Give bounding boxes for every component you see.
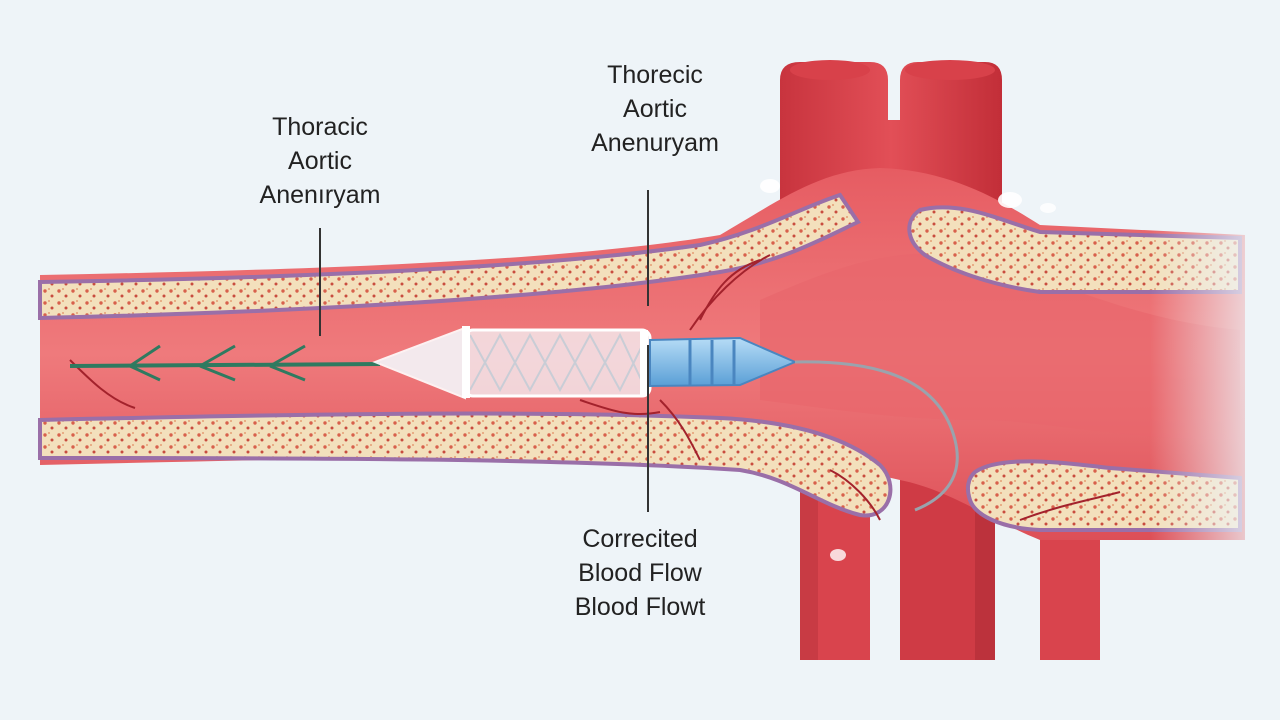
label-top-line-1: Thorecic	[607, 61, 703, 89]
label-bottom-line-2: Blood Flow	[578, 559, 702, 587]
guidewire	[69, 344, 381, 382]
label-corrected-blood-flow: Correcited Blood Flow Blood Flowt	[520, 522, 760, 624]
label-left-line-2: Aortic	[288, 147, 352, 175]
capillary-lines	[69, 254, 1121, 521]
catheter-tip	[649, 336, 959, 512]
label-bottom-line-3: Blood Flowt	[574, 593, 706, 621]
label-thoracic-aortic-aneurysm-top: Thorecic Aortic Anenuryam	[540, 58, 770, 160]
label-top-line-3: Anenuryam	[591, 129, 719, 157]
label-left-line-3: Anenıryam	[259, 181, 381, 209]
label-bottom-line-1: Correcited	[582, 525, 698, 553]
label-thoracic-aortic-aneurysm-left: Thoracic Aortic Anenıryam	[200, 110, 440, 212]
stent-graft	[372, 326, 652, 400]
label-left-line-1: Thoracic	[272, 113, 368, 141]
label-top-line-2: Aortic	[623, 95, 687, 123]
leader-lines	[319, 190, 649, 512]
